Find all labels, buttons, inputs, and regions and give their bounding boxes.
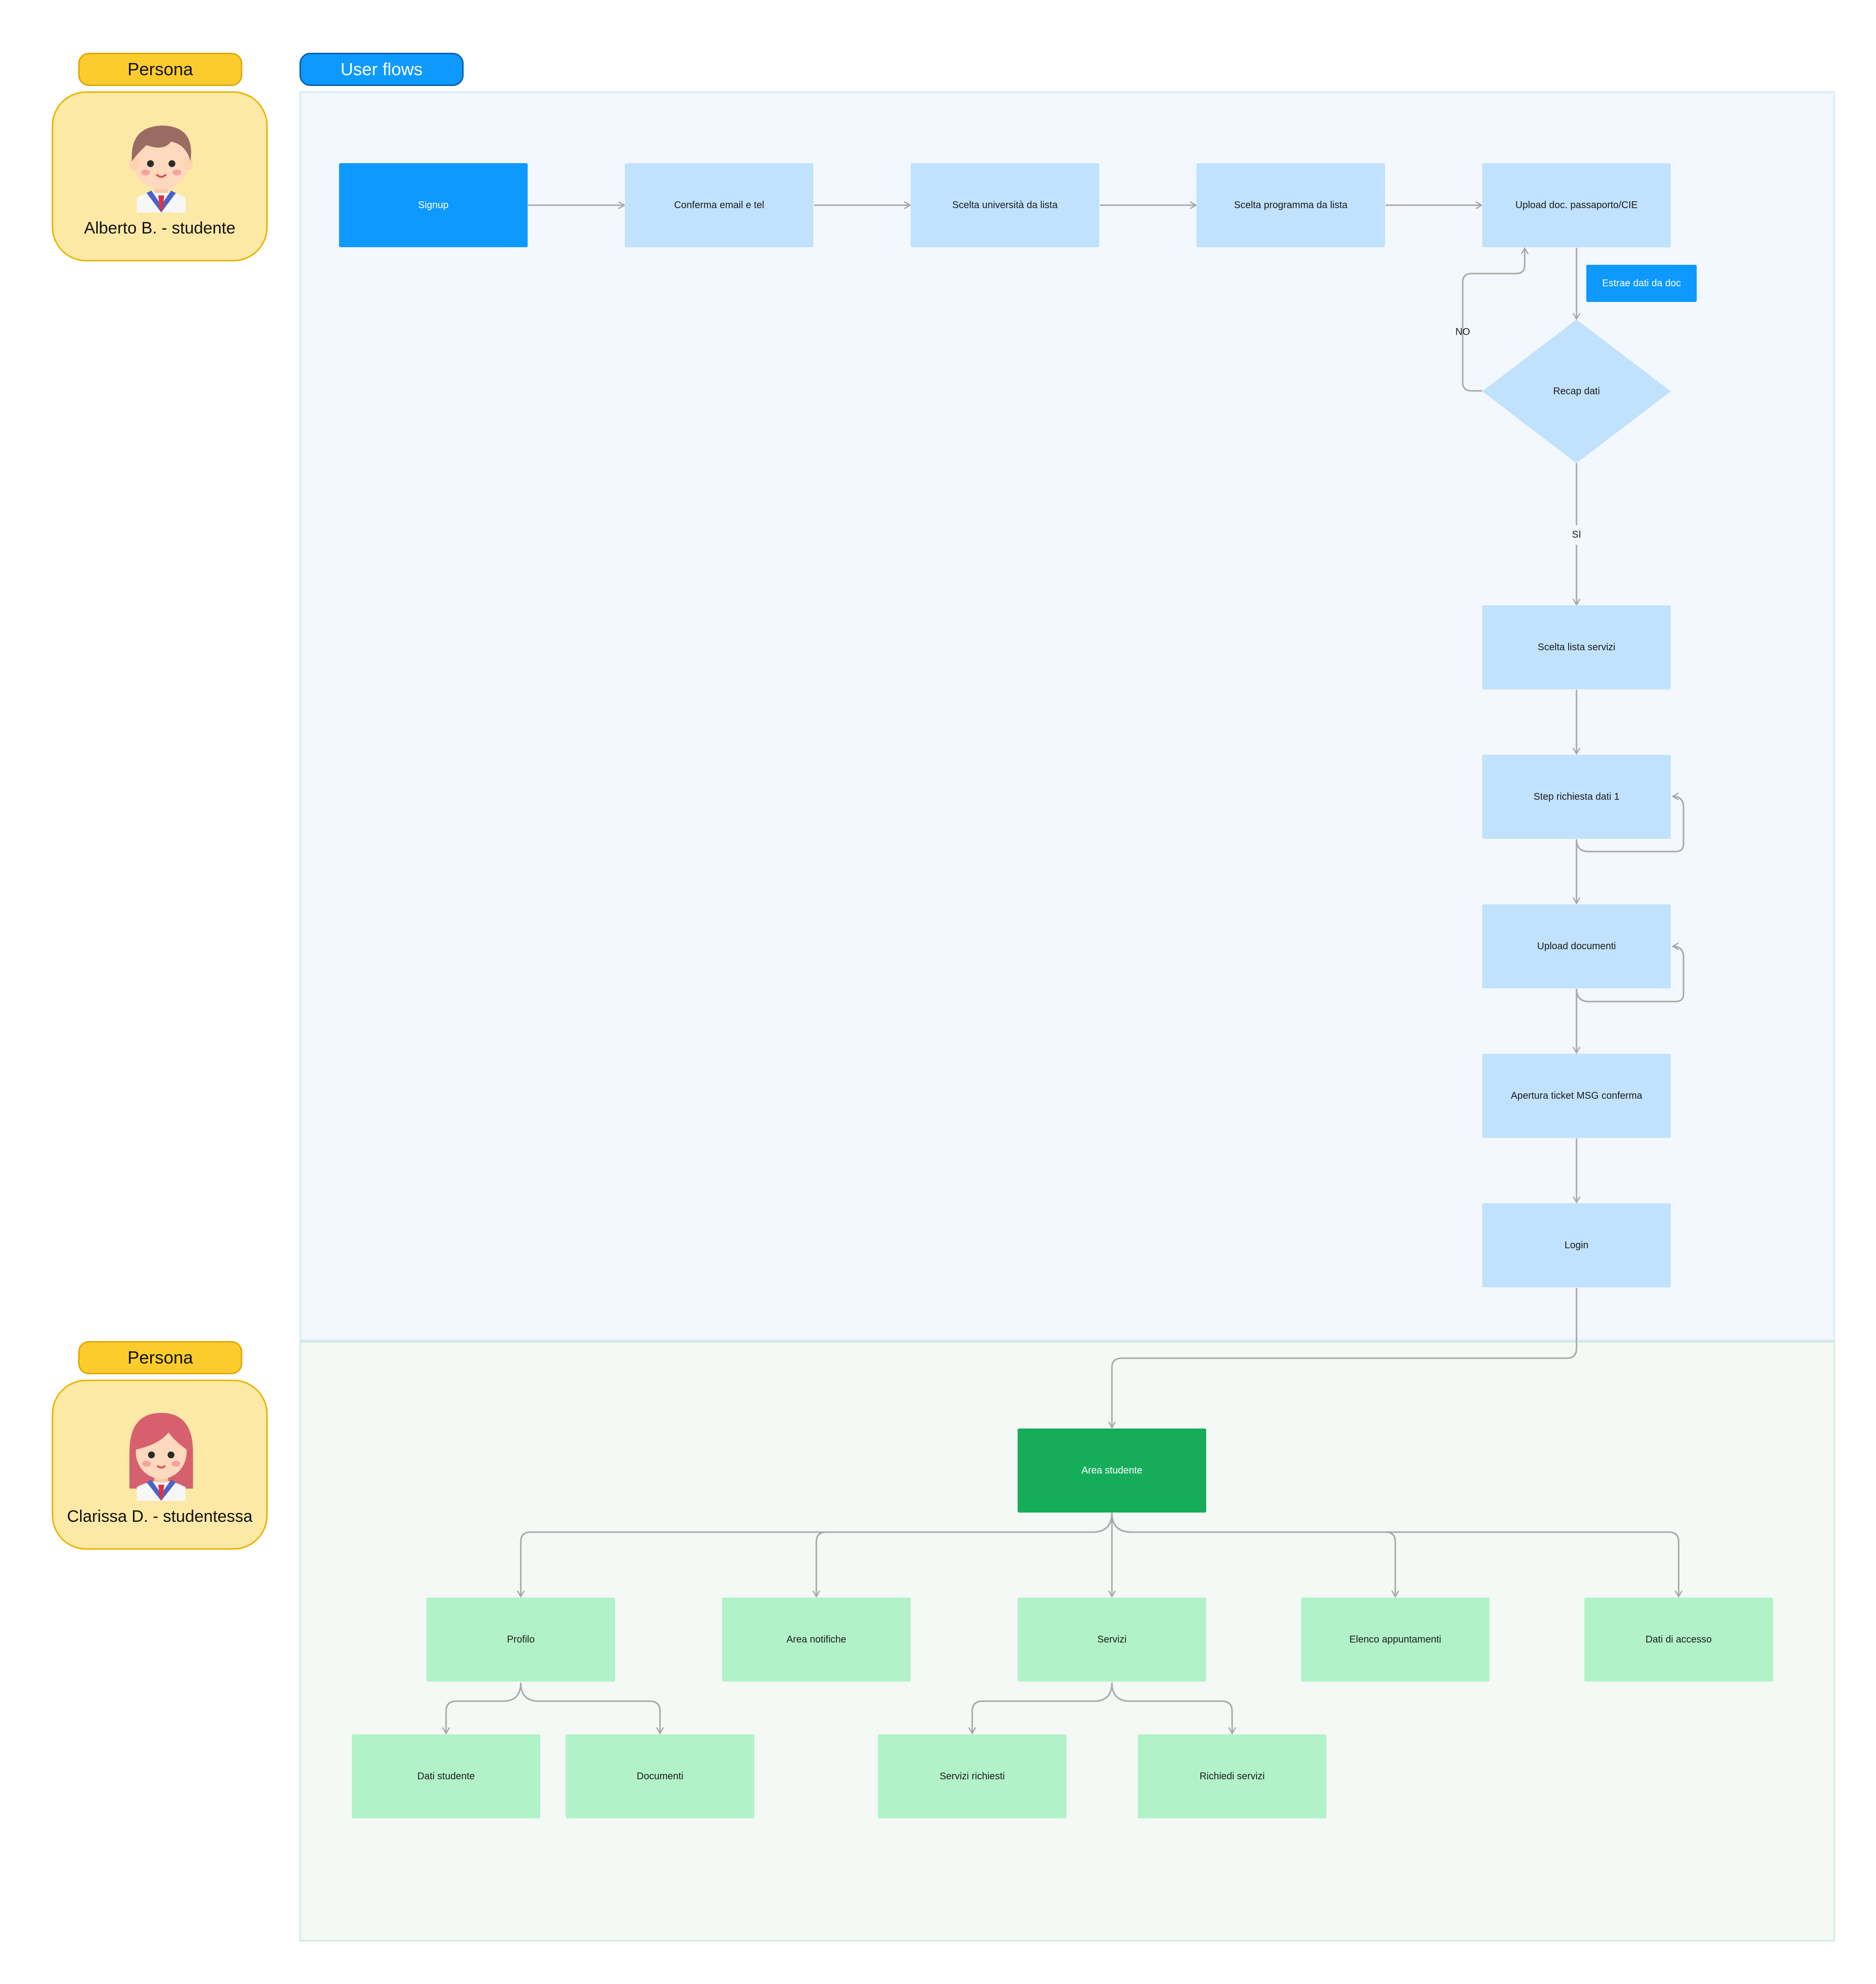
node-apertura-ticket[interactable]: Apertura ticket MSG conferma bbox=[1482, 1054, 1671, 1138]
connector bbox=[1108, 1288, 1578, 1429]
node-login[interactable]: Login bbox=[1482, 1203, 1671, 1287]
connector bbox=[1111, 1512, 1400, 1598]
recap-decision-diamond[interactable] bbox=[1482, 320, 1671, 463]
node-upload-doc[interactable]: Upload doc. passaporto/CIE bbox=[1482, 163, 1671, 247]
connector bbox=[442, 1682, 522, 1735]
node-signup[interactable]: Signup bbox=[339, 163, 528, 247]
node-documenti[interactable]: Documenti bbox=[566, 1734, 754, 1818]
connector bbox=[1576, 942, 1684, 1003]
edge-label-no: NO bbox=[1455, 326, 1470, 338]
node-upload-documenti[interactable]: Upload documenti bbox=[1482, 904, 1671, 988]
node-estrae-dati[interactable]: Estrae dati da doc bbox=[1586, 265, 1697, 302]
persona-card-alberto: Alberto B. - studente bbox=[52, 91, 268, 261]
node-step-richiesta[interactable]: Step richiesta dati 1 bbox=[1482, 755, 1671, 839]
node-richiedi-servizi[interactable]: Richiedi servizi bbox=[1138, 1734, 1326, 1818]
node-recap-dati: Recap dati bbox=[1553, 385, 1600, 397]
connector bbox=[1111, 1512, 1683, 1598]
connector bbox=[1111, 1682, 1236, 1735]
persona-tag-2: Persona bbox=[78, 1341, 242, 1374]
student-girl-avatar-icon bbox=[129, 1413, 193, 1501]
student-boy-avatar-icon bbox=[129, 126, 193, 213]
node-scelta-programma[interactable]: Scelta programma da lista bbox=[1196, 163, 1385, 247]
node-conferma-email[interactable]: Conferma email e tel bbox=[625, 163, 813, 247]
node-dati-studente[interactable]: Dati studente bbox=[352, 1734, 540, 1818]
persona-tag-1: Persona bbox=[78, 53, 242, 86]
node-servizi-richiesti[interactable]: Servizi richiesti bbox=[878, 1734, 1066, 1818]
user-flows-tag: User flows bbox=[299, 53, 464, 86]
connector bbox=[812, 1512, 1113, 1598]
persona-card-clarissa: Clarissa D. - studentessa bbox=[52, 1380, 268, 1550]
node-dati-accesso[interactable]: Dati di accesso bbox=[1584, 1598, 1773, 1682]
persona-name: Alberto B. - studente bbox=[84, 219, 235, 237]
node-scelta-universita[interactable]: Scelta università da lista bbox=[911, 163, 1099, 247]
node-area-notifiche[interactable]: Area notifiche bbox=[722, 1598, 911, 1682]
edge-label-si: SI bbox=[1572, 529, 1581, 540]
connector bbox=[520, 1682, 664, 1735]
node-elenco-appuntamenti[interactable]: Elenco appuntamenti bbox=[1301, 1598, 1490, 1682]
node-scelta-servizi[interactable]: Scelta lista servizi bbox=[1482, 605, 1671, 689]
connector bbox=[968, 1682, 1113, 1735]
node-profilo[interactable]: Profilo bbox=[426, 1598, 615, 1682]
connector bbox=[1462, 247, 1529, 392]
connector bbox=[1576, 792, 1684, 853]
node-servizi[interactable]: Servizi bbox=[1018, 1598, 1206, 1682]
node-area-studente[interactable]: Area studente bbox=[1018, 1429, 1206, 1513]
persona-name: Clarissa D. - studentessa bbox=[67, 1507, 253, 1526]
